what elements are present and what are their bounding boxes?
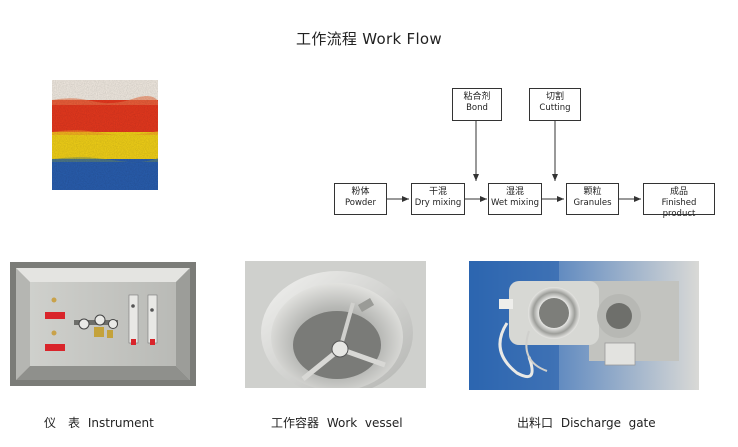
instrument-photo bbox=[10, 262, 196, 386]
discharge-gate-photo bbox=[469, 261, 699, 390]
input-bond-en: Bond bbox=[466, 103, 488, 113]
step-granules-zh: 颗粒 bbox=[583, 187, 602, 197]
caption-work-vessel-en: Work vessel bbox=[326, 416, 403, 430]
step-box-powder: 粉体 Powder bbox=[334, 183, 387, 215]
step-box-granules: 颗粒 Granules bbox=[566, 183, 619, 215]
step-granules-en: Granules bbox=[573, 198, 612, 208]
step-dry-mixing-zh: 干混 bbox=[428, 187, 447, 197]
step-wet-mixing-zh: 湿混 bbox=[505, 187, 524, 197]
step-box-finished-product: 成品 Finished product bbox=[643, 183, 715, 219]
caption-work-vessel: 工作容器 Work vessel bbox=[271, 414, 403, 431]
granules-sample-image bbox=[52, 80, 158, 190]
input-bond-zh: 粘合剂 bbox=[463, 92, 491, 102]
discharge-gate-graphic bbox=[469, 261, 699, 390]
step-box-dry-mixing: 干混 Dry mixing bbox=[411, 183, 465, 215]
step-dry-mixing-en: Dry mixing bbox=[414, 198, 462, 208]
step-wet-mixing-en: Wet mixing bbox=[491, 198, 539, 208]
step-finished-product-en: Finished product bbox=[661, 198, 697, 219]
work-vessel-photo bbox=[245, 261, 426, 388]
input-box-cutting: 切割 Cutting bbox=[529, 88, 581, 121]
input-box-bond: 粘合剂 Bond bbox=[452, 88, 502, 121]
caption-discharge-gate-en: Discharge gate bbox=[560, 416, 656, 430]
work-flow-diagram bbox=[387, 121, 641, 202]
caption-discharge-gate-zh: 出料口 bbox=[517, 416, 554, 430]
caption-discharge-gate: 出料口 Discharge gate bbox=[517, 414, 656, 431]
granules-sample-graphic bbox=[52, 80, 158, 190]
step-powder-zh: 粉体 bbox=[351, 187, 370, 197]
caption-instrument: 仪 表 Instrument bbox=[44, 414, 154, 431]
caption-instrument-zh: 仪 表 bbox=[44, 416, 81, 430]
step-powder-en: Powder bbox=[344, 198, 377, 208]
page-title: 工作流程 Work Flow bbox=[296, 30, 442, 48]
input-cutting-en: Cutting bbox=[539, 103, 571, 113]
step-finished-product-zh: 成品 bbox=[669, 187, 688, 197]
caption-work-vessel-zh: 工作容器 bbox=[271, 416, 320, 430]
instrument-graphic bbox=[10, 262, 196, 386]
step-box-wet-mixing: 湿混 Wet mixing bbox=[488, 183, 542, 215]
work-vessel-graphic bbox=[245, 261, 426, 388]
caption-instrument-en: Instrument bbox=[87, 416, 154, 430]
input-cutting-zh: 切割 bbox=[545, 92, 564, 102]
